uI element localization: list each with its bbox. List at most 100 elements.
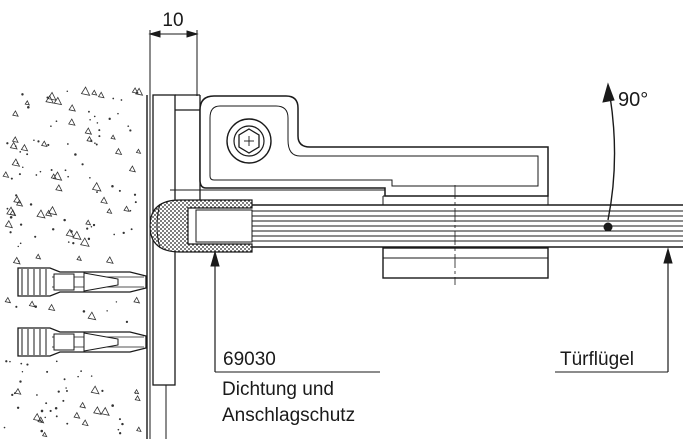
concrete-dot <box>51 228 55 231</box>
concrete-grain <box>87 311 97 321</box>
concrete-dot <box>9 231 12 234</box>
door-label: Türflügel <box>560 349 634 370</box>
concrete-dot <box>47 143 50 147</box>
concrete-grain <box>128 165 136 173</box>
concrete-dot <box>65 387 67 389</box>
concrete-grain <box>47 303 56 312</box>
concrete-dot <box>62 399 65 402</box>
concrete-grain <box>32 412 42 422</box>
concrete-dot <box>108 117 111 121</box>
concrete-dot <box>66 90 69 93</box>
concrete-dot <box>21 93 24 96</box>
concrete-dot <box>36 394 38 396</box>
concrete-dot <box>9 360 11 363</box>
concrete-grain <box>133 296 141 304</box>
concrete-dot <box>35 174 38 176</box>
part-leader <box>210 250 380 373</box>
concrete-dot <box>40 409 44 413</box>
concrete-wall <box>2 86 144 438</box>
concrete-dot <box>55 415 58 418</box>
concrete-dot <box>3 426 6 429</box>
concrete-grain <box>115 147 123 156</box>
concrete-dot <box>6 207 9 210</box>
concrete-dot <box>121 422 124 426</box>
concrete-grain <box>4 296 12 304</box>
concrete-grain <box>52 171 63 181</box>
concrete-dot <box>92 223 96 227</box>
concrete-dot <box>19 223 23 226</box>
concrete-grain <box>135 87 144 96</box>
concrete-dot <box>50 125 52 127</box>
concrete-grain <box>40 140 48 148</box>
concrete-dot <box>10 177 13 180</box>
concrete-grain <box>68 104 76 112</box>
concrete-dot <box>21 371 24 373</box>
concrete-dot <box>15 305 18 308</box>
concrete-dot <box>19 242 22 245</box>
door-marker-icon <box>603 222 613 232</box>
concrete-dot <box>67 175 70 178</box>
concrete-dot <box>74 153 77 156</box>
concrete-grain <box>36 209 46 219</box>
concrete-dot <box>130 228 133 231</box>
concrete-dot <box>5 360 8 363</box>
concrete-dot <box>89 119 91 121</box>
anchor-plug <box>17 267 147 297</box>
concrete-grain <box>91 181 102 192</box>
concrete-dot <box>67 241 70 243</box>
concrete-grain <box>93 406 102 415</box>
concrete-dot <box>113 233 115 236</box>
concrete-dot <box>90 375 93 377</box>
concrete-dot <box>134 392 137 394</box>
concrete-dot <box>106 310 108 312</box>
hinge-lower-plate <box>382 195 549 279</box>
concrete-dot <box>55 360 58 363</box>
concrete-dot <box>45 402 48 405</box>
concrete-grain <box>37 416 45 424</box>
concrete-grain <box>47 91 57 101</box>
concrete-grain <box>2 171 10 178</box>
concrete-grain <box>133 388 140 395</box>
concrete-dot <box>11 393 14 397</box>
concrete-grain <box>13 195 22 204</box>
concrete-grain <box>14 387 22 395</box>
concrete-grain <box>100 196 108 205</box>
concrete-dot <box>37 140 40 143</box>
angle-label: 90° <box>618 89 648 111</box>
concrete-dot <box>46 370 49 373</box>
concrete-dot <box>72 242 75 245</box>
concrete-dot <box>70 230 73 233</box>
wall-anchors <box>17 267 147 357</box>
concrete-grain <box>90 385 100 395</box>
concrete-grain <box>80 86 91 96</box>
concrete-dot <box>54 406 58 410</box>
concrete-grain <box>135 148 142 154</box>
concrete-dot <box>101 389 104 392</box>
concrete-dot <box>18 173 21 176</box>
concrete-grain <box>6 206 16 217</box>
concrete-dot <box>89 177 91 179</box>
concrete-grain <box>72 230 82 240</box>
concrete-dot <box>81 163 84 166</box>
concrete-grain <box>73 411 81 419</box>
concrete-grain <box>65 228 75 238</box>
concrete-dot <box>19 380 22 383</box>
angle-arrow <box>602 82 616 221</box>
concrete-dot <box>44 416 47 419</box>
concrete-grain <box>41 431 48 438</box>
concrete-grain <box>11 158 21 167</box>
concrete-grain <box>131 87 139 94</box>
concrete-dot <box>20 362 23 365</box>
concrete-grain <box>35 253 42 260</box>
concrete-grain <box>136 426 142 433</box>
concrete-dot <box>29 203 33 206</box>
concrete-dot <box>50 168 53 171</box>
concrete-dot <box>118 418 121 421</box>
concrete-grain <box>100 406 110 416</box>
concrete-dot <box>96 122 99 124</box>
concrete-dot <box>33 139 35 142</box>
dimension-label: 10 <box>162 10 183 31</box>
concrete-dot <box>34 305 37 308</box>
